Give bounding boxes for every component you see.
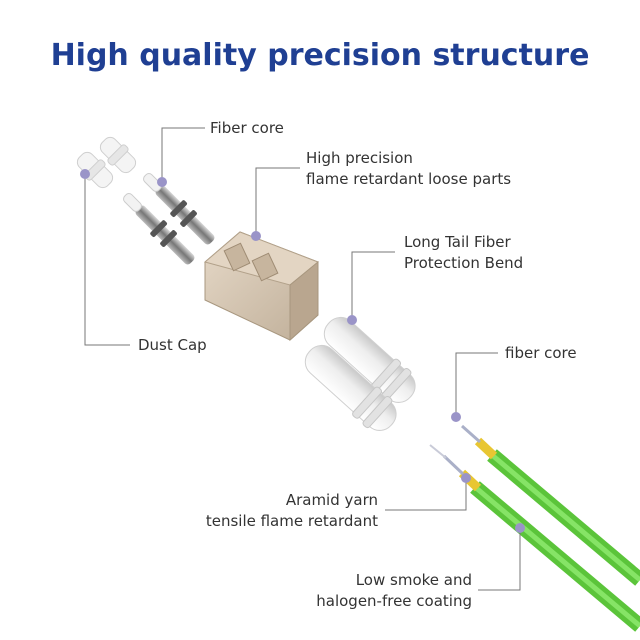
label-coating-line2: halogen-free coating (316, 592, 472, 610)
connector-housing (203, 231, 319, 342)
label-fiber-core-top: Fiber core (210, 119, 284, 137)
leader-long-tail (351, 251, 395, 318)
label-coating-line1: Low smoke and (355, 571, 472, 589)
ferrule-upper (143, 173, 215, 245)
label-loose-parts: High precision flame retardant loose par… (306, 148, 511, 190)
label-dust-cap: Dust Cap (138, 336, 207, 354)
label-long-tail: Long Tail Fiber Protection Bend (404, 232, 523, 274)
fiber-strands (429, 424, 481, 476)
leader-lines (84, 127, 521, 591)
marker-dot-fiber-core-right (451, 412, 461, 422)
marker-dot-loose-parts (251, 231, 261, 241)
label-aramid-line1: Aramid yarn (285, 491, 378, 509)
leader-fiber-core-right (455, 352, 498, 415)
leader-fiber-core-top (161, 127, 205, 182)
marker-dot-coating (515, 523, 525, 533)
label-loose-parts-line1: High precision (306, 149, 413, 167)
marker-dots (80, 169, 525, 533)
marker-dot-dust-cap (80, 169, 90, 179)
leader-loose-parts (255, 167, 300, 236)
label-aramid-line2: tensile flame retardant (205, 512, 378, 530)
leader-coating (478, 530, 521, 591)
label-loose-parts-line2: flame retardant loose parts (306, 170, 512, 188)
label-long-tail-line2: Protection Bend (404, 254, 524, 272)
ferrule-lower (123, 193, 195, 265)
label-fiber-core-right: fiber core (505, 344, 577, 362)
page-title: High quality precision structure (50, 38, 590, 73)
marker-dot-aramid (461, 473, 471, 483)
dust-cap-upper (99, 136, 137, 174)
green-cables (470, 449, 640, 632)
boot-lower (304, 344, 397, 431)
marker-dot-fiber-core-top (157, 177, 167, 187)
label-coating: Low smoke and halogen-free coating (286, 570, 472, 612)
label-long-tail-line1: Long Tail Fiber (404, 233, 511, 251)
leader-dust-cap (84, 176, 130, 346)
label-aramid: Aramid yarn tensile flame retardant (176, 490, 378, 532)
marker-dot-long-tail (347, 315, 357, 325)
leader-aramid (385, 480, 467, 511)
